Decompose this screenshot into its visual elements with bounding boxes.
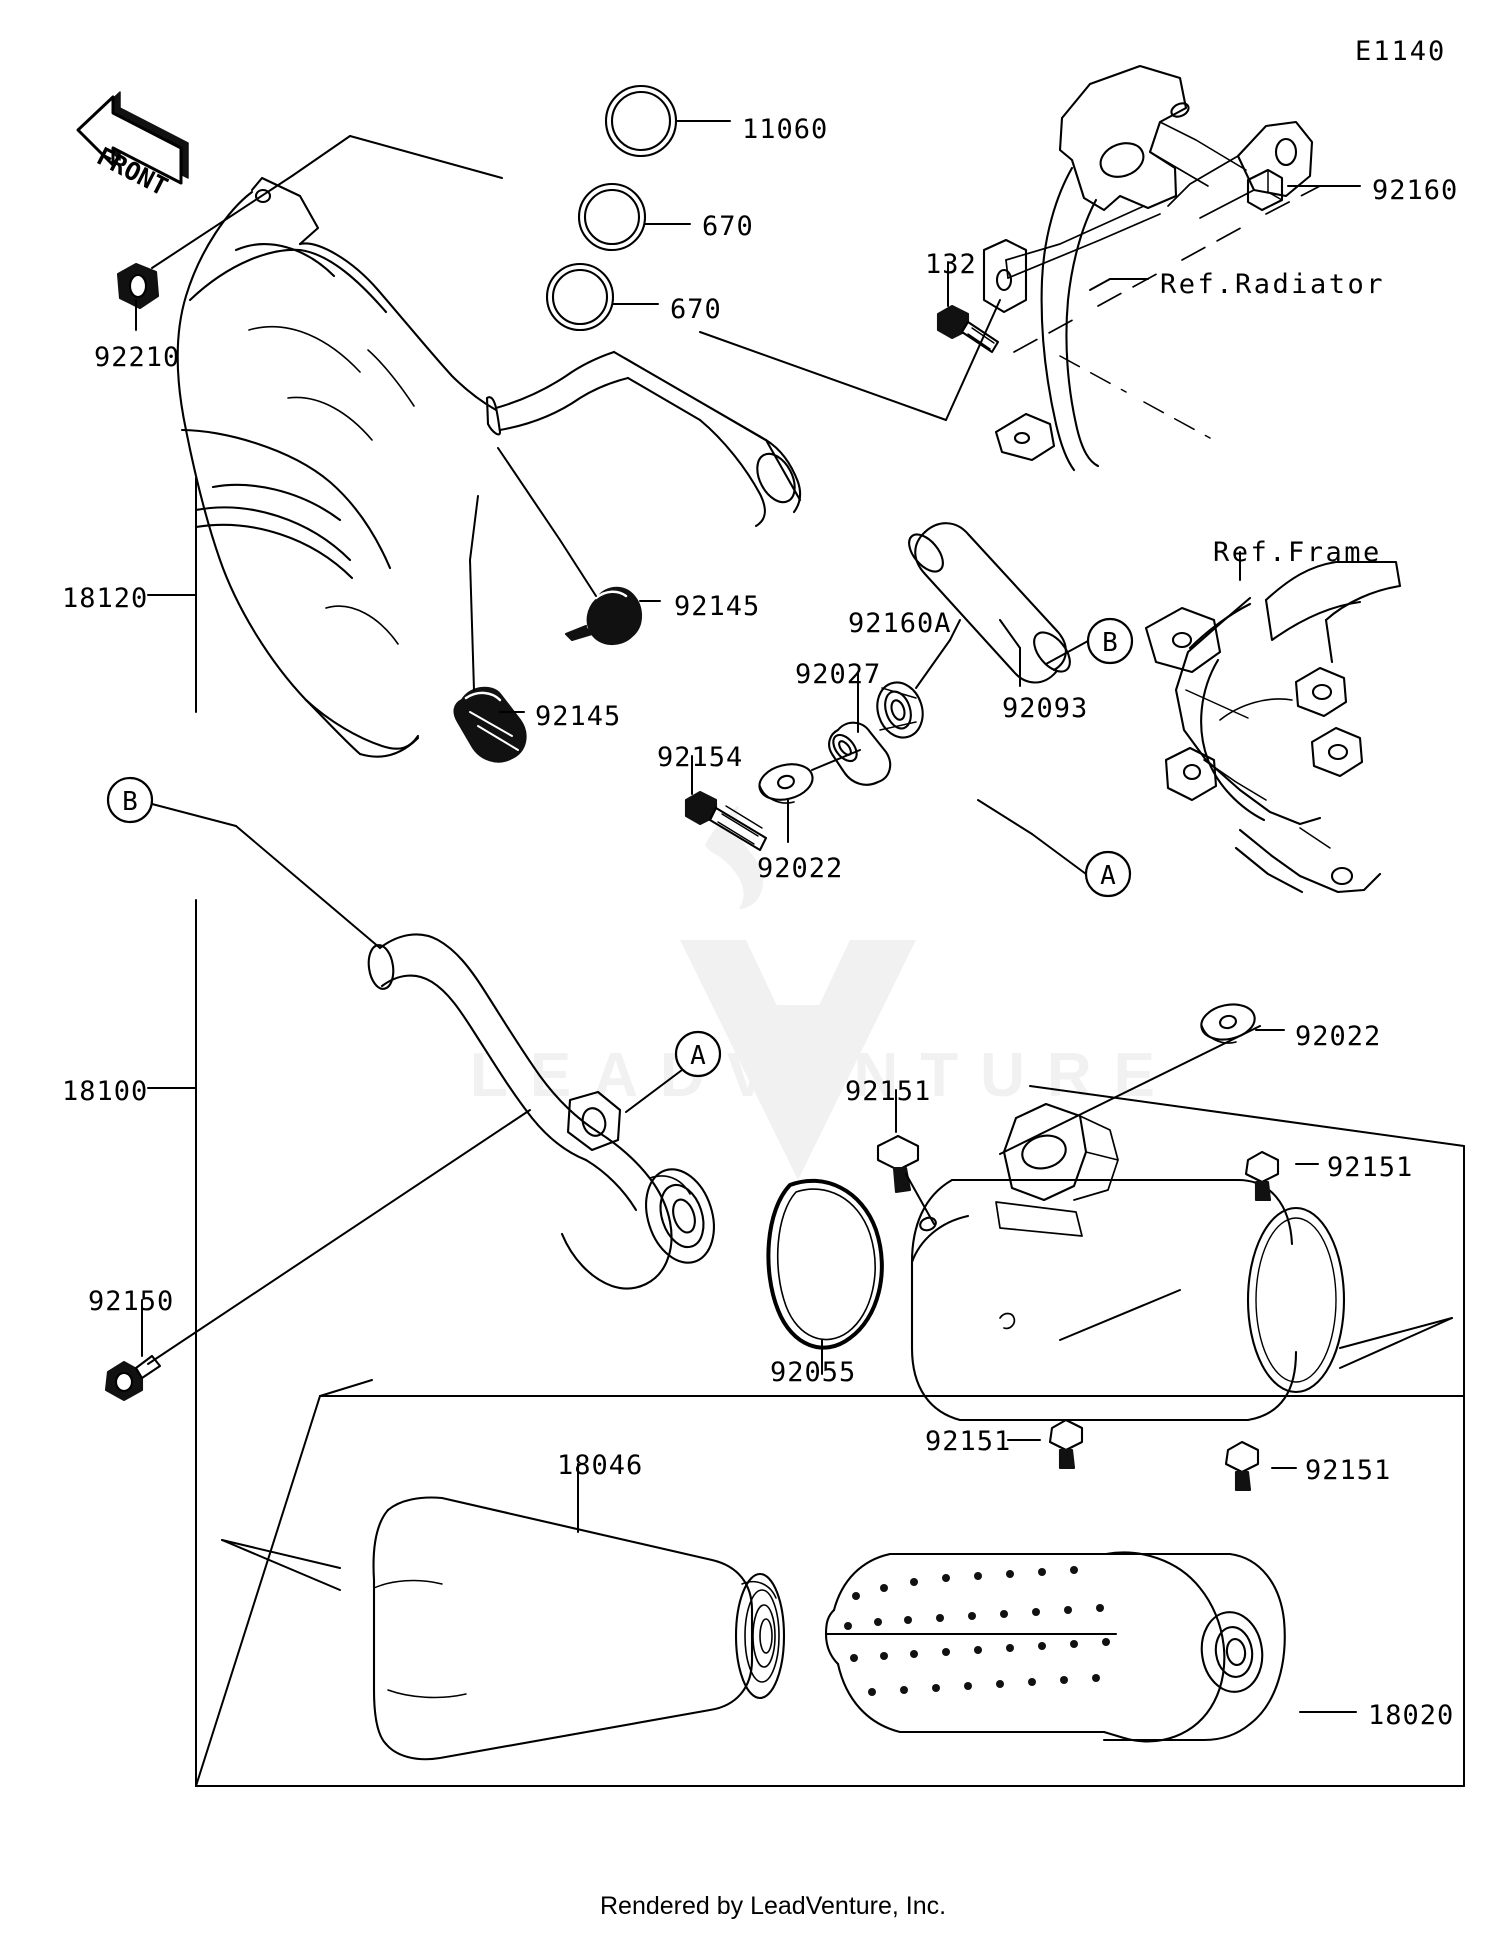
part-number-label: 92145 [535,701,622,732]
frame-assembly [1144,560,1402,894]
ref-radiator-label: Ref.Radiator [1160,269,1386,300]
callout-A-bottom: A [690,1041,706,1071]
oring-670-a [577,182,647,252]
part-number-label: 92151 [845,1076,932,1107]
bolt-92154 [684,790,768,852]
part-number-label: 92055 [770,1357,857,1388]
washer-92022-right [1200,1003,1256,1044]
washer-92022-center [758,763,814,804]
header-pipe-18100-upper [485,350,802,528]
diagram-id: E1140 [1355,36,1447,67]
spring-92145-upper [564,586,643,646]
radiator-bracket-assembly [982,64,1321,472]
part-number-label: 92027 [795,659,882,690]
part-number-label: 92154 [657,742,744,773]
part-number-label: 92151 [1305,1455,1392,1486]
part-number-label: 92022 [757,853,844,884]
part-number-label: 132 [925,249,977,280]
part-number-label: 92022 [1295,1021,1382,1052]
part-number-label: 92210 [94,342,181,373]
part-number-label: 92151 [925,1426,1012,1457]
spring-92145-lower [453,686,527,763]
part-number-label: 18020 [1368,1700,1455,1731]
part-number-label: 18120 [62,583,149,614]
render-credit: Rendered by LeadVenture, Inc. [600,1892,947,1920]
hex-nut-92210 [116,262,160,310]
part-number-label: 92160 [1372,175,1459,206]
part-number-label: 670 [702,211,754,242]
bolt-132 [936,304,1000,354]
part-number-label: 18100 [62,1076,149,1107]
oring-670-b [545,262,615,332]
bolt-92150 [104,1354,162,1402]
bottom-detail-group [372,1496,1286,1761]
callout-A-right: A [1100,861,1116,891]
gasket-92055 [766,1178,884,1350]
part-number-label: 92151 [1327,1152,1414,1183]
pipe-coupler-92093 [908,522,1071,684]
part-number-label: 11060 [742,114,829,145]
part-number-label: 18046 [557,1450,644,1481]
part-number-label: 92145 [674,591,761,622]
part-number-label: 92150 [88,1286,175,1317]
silencer-body [876,1102,1346,1492]
part-number-label: 670 [670,294,722,325]
damper-92160A [876,681,924,739]
part-number-label: 92093 [1002,693,1089,724]
expansion-chamber-18120 [176,176,498,758]
part-number-label: 92160A [848,608,952,639]
callout-B-left: B [122,787,138,817]
callout-B-top: B [1102,628,1118,658]
